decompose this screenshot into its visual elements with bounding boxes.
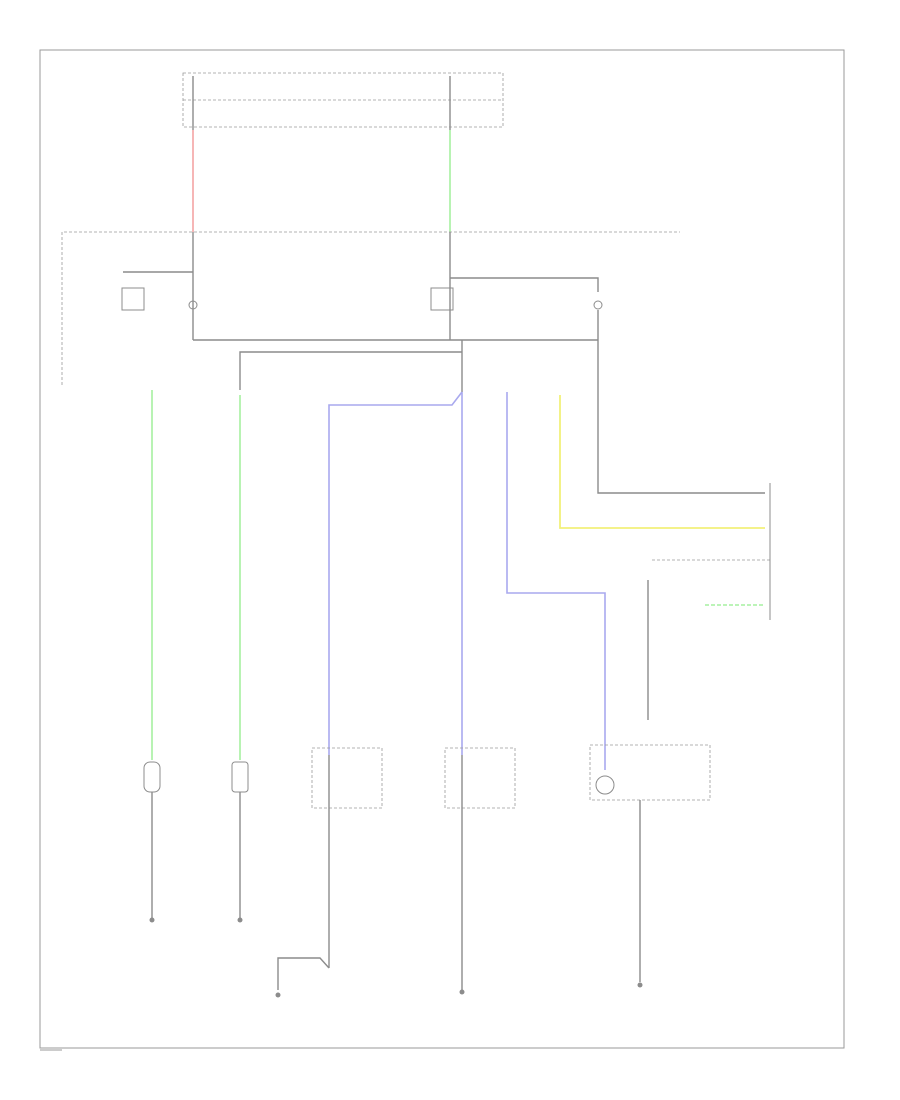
wire-blue-3 [506, 392, 606, 770]
relay-coil-right [593, 300, 603, 310]
switch-round [595, 775, 615, 795]
wire-left-ground [277, 957, 330, 990]
switch-right-area [589, 744, 711, 801]
ground-symbol-3 [275, 992, 281, 998]
ground-symbol-2 [237, 917, 243, 923]
ground-symbol-5 [637, 982, 643, 988]
switch-right-dashed [444, 747, 516, 809]
wire-gray-right [597, 340, 765, 494]
junction-box-dashed [61, 231, 680, 385]
switch-rear [231, 761, 249, 793]
diagram-frame [39, 49, 845, 1049]
wire-yellow [559, 395, 765, 529]
ground-symbol-1 [149, 917, 155, 923]
relay-top-bus-right [450, 277, 599, 292]
relay-right [430, 287, 454, 311]
relay-left [121, 287, 145, 311]
wire-blue-1 [328, 391, 463, 755]
ground-symbol-4 [459, 989, 465, 995]
dist-bus [239, 351, 462, 390]
switch-left-dashed [311, 747, 383, 809]
relay-coil-left [188, 300, 198, 310]
sensor-left [143, 761, 161, 793]
